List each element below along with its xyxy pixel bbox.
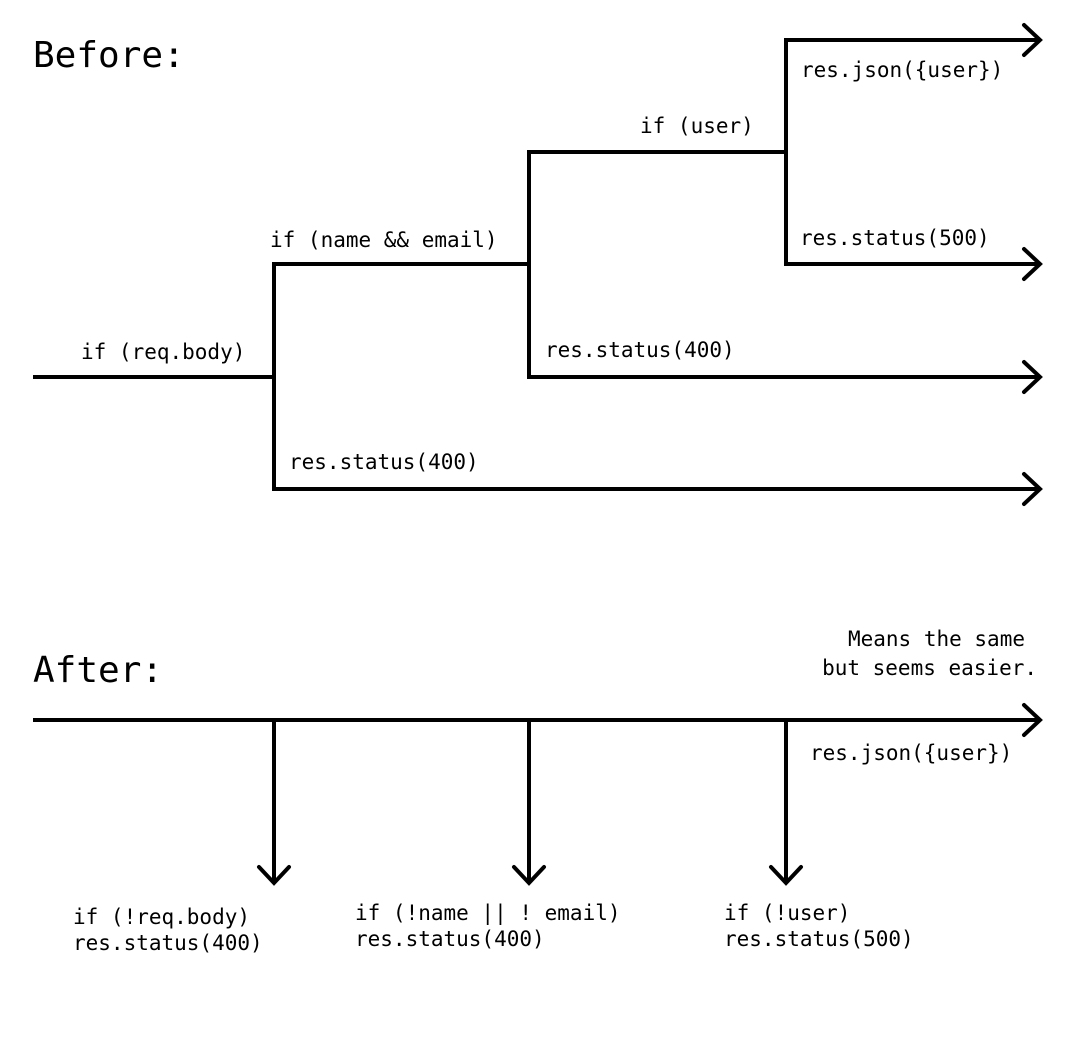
before-branch-name-email: [527, 150, 788, 266]
before-branch-req-body: [272, 262, 531, 379]
arrowhead-right-icon: [1022, 247, 1043, 281]
label-res-status-400-outer: res.status(400): [289, 450, 479, 474]
guard-result-req-body: res.status(400): [73, 931, 263, 955]
label-if-req-body: if (req.body): [81, 340, 245, 364]
arrowhead-right-icon: [1022, 23, 1043, 57]
label-res-status-400-inner: res.status(400): [545, 338, 735, 362]
guard-condition-user: if (!user): [724, 901, 850, 925]
arrowhead-right-icon: [1022, 703, 1043, 737]
guard-result-name-email: res.status(400): [355, 927, 545, 951]
guard-condition-name-email: if (!name || ! email): [355, 901, 621, 926]
after-title: After:: [33, 650, 163, 691]
arrowhead-right-icon: [1022, 472, 1043, 506]
arrowhead-down-icon: [512, 865, 546, 886]
before-else-user-line: [784, 150, 1037, 266]
arrowhead-down-icon: [769, 865, 803, 886]
label-if-name-email: if (name && email): [270, 228, 498, 252]
before-else-name-email-line: [527, 262, 1037, 379]
label-res-status-500: res.status(500): [800, 226, 990, 250]
guard-condition-req-body: if (!req.body): [73, 905, 250, 929]
label-if-user: if (user): [640, 114, 754, 138]
arrowhead-right-icon: [1022, 360, 1043, 394]
after-note-line1: Means the same: [848, 627, 1025, 651]
before-title: Before:: [33, 35, 185, 76]
before-else-req-body-line: [272, 375, 1037, 491]
after-main-label: res.json({user}): [810, 741, 1012, 765]
arrowhead-down-icon: [257, 865, 291, 886]
after-note-line2: but seems easier.: [822, 656, 1037, 680]
guard-result-user: res.status(500): [724, 927, 914, 951]
label-res-json-user: res.json({user}): [801, 58, 1003, 82]
before-branch-user: [784, 38, 1037, 154]
